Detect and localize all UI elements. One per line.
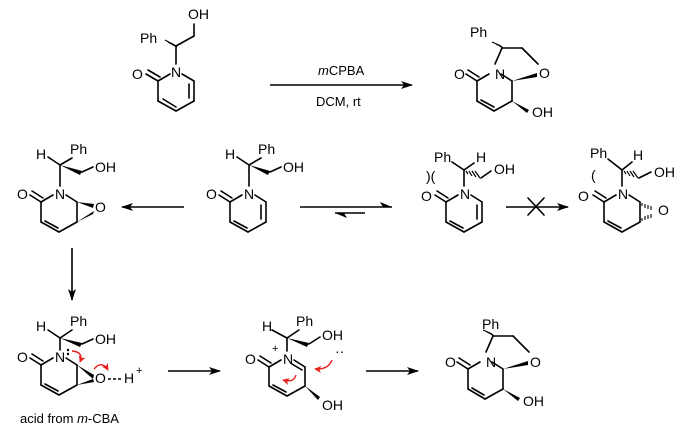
pyridone-conformer: H Ph OH N O <box>206 141 304 233</box>
protonated-epoxide: H Ph OH N O O H + <box>17 313 142 396</box>
atom-o: O <box>454 66 465 82</box>
atom-o: O <box>17 349 28 365</box>
epoxide-intermediate: H Ph OH N O O <box>17 141 116 233</box>
curly-arrow <box>71 350 86 363</box>
atom-n: N <box>244 186 254 202</box>
atom-oh: OH <box>532 104 553 120</box>
atom-oh: OH <box>95 331 116 347</box>
atom-ph: Ph <box>470 24 487 40</box>
atom-o: O <box>95 370 106 386</box>
atom-h: H <box>36 146 46 162</box>
final-product: Ph N O O OH <box>445 316 544 409</box>
atom-o: O <box>445 354 456 370</box>
iminium-charge: + <box>272 343 278 355</box>
atom-oh: OH <box>283 159 304 175</box>
atom-h: H <box>633 147 643 163</box>
atom-ph: Ph <box>434 149 451 165</box>
atom-o: O <box>421 188 432 204</box>
starting-material: O N OH Ph <box>132 6 209 112</box>
product-top: N O O OH Ph <box>454 24 553 120</box>
atom-n: N <box>55 349 65 365</box>
atom-o: O <box>245 351 256 367</box>
atom-o: O <box>17 186 28 202</box>
atom-oh: OH <box>322 397 343 413</box>
atom-o: O <box>95 199 106 215</box>
atom-o: O <box>530 354 541 370</box>
atom-h: H <box>476 149 486 165</box>
reagent-label: mCPBA <box>318 63 365 78</box>
atom-o: O <box>206 186 217 202</box>
atom-n: N <box>486 354 496 370</box>
atom-n: N <box>460 186 470 202</box>
atom-n: N <box>618 186 628 202</box>
atom-ph: Ph <box>258 141 275 157</box>
atom-n: N <box>495 66 505 82</box>
atom-h: H <box>225 146 235 162</box>
conditions-label: DCM, rt <box>316 94 361 109</box>
atom-o: O <box>132 66 143 82</box>
disfavored-epoxide: Ph H OH ( N O O <box>578 145 675 233</box>
atom-n: N <box>55 186 65 202</box>
pyridinium-intermediate: H Ph OH ·· + N O OH <box>245 313 344 413</box>
atom-oh: OH <box>494 161 515 177</box>
atom-oh: OH <box>322 327 343 343</box>
atom-h: H <box>262 318 272 334</box>
atom-oh: OH <box>188 6 209 22</box>
atom-h: H <box>36 318 46 334</box>
steric-half: ( <box>591 167 596 183</box>
atom-ph: Ph <box>70 141 87 157</box>
proton-charge: + <box>136 365 142 377</box>
atom-o: O <box>658 202 669 218</box>
atom-ph: Ph <box>482 316 499 332</box>
steric-clash: )( <box>426 168 436 184</box>
pyridone-rotamer: Ph H OH )( N O <box>421 149 515 233</box>
atom-ph: Ph <box>70 313 87 329</box>
lone-pair: ·· <box>335 343 344 359</box>
atom-o: O <box>578 188 589 204</box>
atom-oh: OH <box>654 164 675 180</box>
atom-ph: Ph <box>296 313 313 329</box>
atom-oh: OH <box>95 159 116 175</box>
atom-oh: OH <box>523 393 544 409</box>
caption: acid from m-CBA <box>20 411 119 426</box>
atom-h: H <box>124 370 134 386</box>
curly-arrow <box>282 374 297 385</box>
atom-n: N <box>171 64 181 80</box>
atom-ph: Ph <box>590 145 607 161</box>
atom-n: N <box>283 351 293 367</box>
curly-arrow <box>93 362 109 371</box>
atom-ph: Ph <box>140 30 157 46</box>
atom-o: O <box>539 65 550 81</box>
curly-arrow <box>314 359 333 373</box>
